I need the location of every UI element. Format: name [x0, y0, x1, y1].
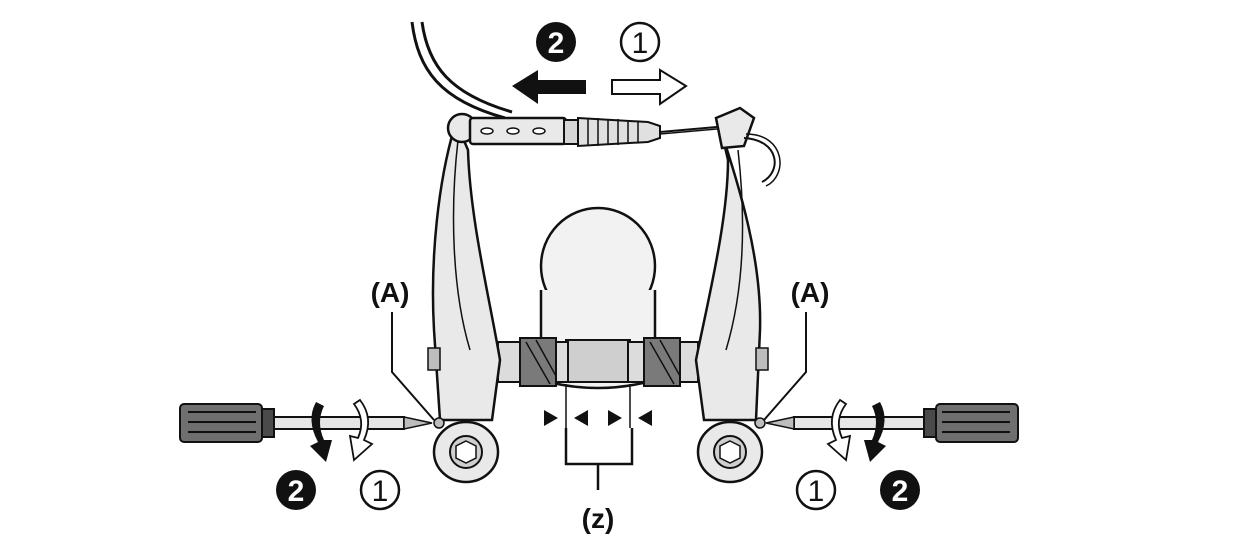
triangle-marker-icon — [638, 410, 652, 426]
cable-housing — [410, 21, 513, 120]
top-step-2-marker: 2 — [536, 22, 576, 62]
circled-number-filled-icon — [276, 470, 316, 510]
step-number: 2 — [892, 475, 909, 508]
triangle-marker-icon — [574, 410, 588, 426]
top-arrow-step-1 — [611, 68, 688, 106]
step-number: 2 — [288, 475, 305, 508]
rotate-arrow-left-step-2 — [310, 402, 332, 462]
callout-z-text: (z) — [582, 503, 615, 534]
solid-arrow-icon — [864, 402, 886, 462]
circled-number-outline-icon — [619, 21, 661, 63]
screwdriver-right — [765, 403, 1019, 443]
brake-pad-right — [627, 337, 699, 387]
rotate-arrow-right-step-1 — [826, 398, 852, 462]
screwdriver-left — [179, 403, 433, 443]
step-number: 1 — [632, 27, 649, 60]
callout-a-text: (A) — [791, 277, 830, 308]
triangle-marker-icon — [608, 410, 622, 426]
step-number: 1 — [372, 475, 389, 508]
solid-arrow-icon — [310, 402, 332, 462]
outline-arrow-icon — [348, 398, 374, 462]
step-number: 1 — [808, 475, 825, 508]
triangle-marker-icon — [544, 410, 558, 426]
brake-arm-left — [427, 118, 502, 484]
brake-arm-right — [694, 133, 769, 484]
top-step-1-marker: 1 — [619, 21, 661, 63]
rotate-arrow-left-step-1 — [348, 398, 374, 462]
rotate-arrow-right-step-2 — [864, 402, 886, 462]
callout-a-text: (A) — [371, 277, 410, 308]
circled-number-outline-icon — [359, 469, 401, 511]
left-step-1-marker: 1 — [359, 469, 401, 511]
top-arrow-step-2 — [512, 70, 586, 104]
circled-number-outline-icon — [795, 469, 837, 511]
circled-number-filled-icon — [536, 22, 576, 62]
outline-arrow-icon — [826, 398, 852, 462]
brake-pad-left — [497, 337, 569, 387]
outline-arrow-icon — [611, 68, 688, 106]
tire — [539, 206, 657, 390]
right-step-2-marker: 2 — [880, 470, 920, 510]
solid-arrow-icon — [512, 70, 586, 104]
label-a-left: (A) — [371, 277, 435, 421]
pad-clearance-z: (z) — [544, 384, 652, 534]
right-step-1-marker: 1 — [795, 469, 837, 511]
cable-linkage — [446, 106, 781, 187]
left-step-2-marker: 2 — [276, 470, 316, 510]
rubber-boot — [577, 116, 661, 148]
label-a-right: (A) — [763, 277, 830, 421]
step-number: 2 — [548, 27, 565, 60]
circled-number-filled-icon — [880, 470, 920, 510]
